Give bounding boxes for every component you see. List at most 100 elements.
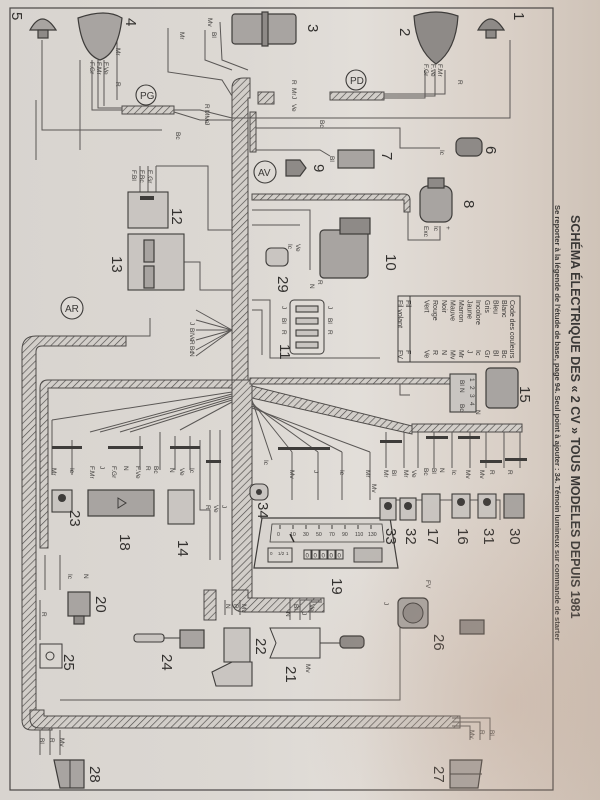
legend-color-name: Mauve xyxy=(448,300,455,321)
odometer-digit-box xyxy=(303,549,312,560)
legend-wire-code: FV xyxy=(396,350,403,359)
wire-label-ar: Bc xyxy=(188,346,195,354)
wire-label-pg-out: Ve xyxy=(203,116,210,124)
wire-label-c21: N xyxy=(284,612,291,617)
wire-label-c15-terms: 3 xyxy=(468,394,475,398)
svg-text:18: 18 xyxy=(116,534,133,551)
component-23-lamp: 23 xyxy=(51,489,83,527)
harness-left-loop xyxy=(39,379,233,549)
wire-label-c12: E.Gr xyxy=(146,170,153,184)
harness-ar xyxy=(21,335,127,731)
fuel-scale-label: 1 xyxy=(286,551,289,556)
wire-label-ar: N xyxy=(188,352,195,357)
odometer-digit: 0 xyxy=(338,554,342,560)
component-27-rear-lamp-right: 27 xyxy=(430,759,483,789)
legend-color-code: Ic xyxy=(474,350,481,356)
component-13-regulator: 13 xyxy=(108,233,185,291)
svg-text:30: 30 xyxy=(506,528,523,545)
harness-pd xyxy=(329,91,385,101)
wire-label-c23: Mr xyxy=(50,468,57,476)
component-26: 26 xyxy=(397,597,485,651)
component-10-starter: 10 xyxy=(319,217,399,279)
wire-label-c11-right: R xyxy=(326,330,333,335)
wire-label-c18: R xyxy=(144,466,151,471)
wire-label-c21: J xyxy=(300,612,307,615)
wire-label-c22: Mv xyxy=(240,604,247,613)
wire-label-c17: Bl xyxy=(430,468,437,474)
wire-label-pg-bc: Bc xyxy=(174,132,181,140)
wire-label-c10: N xyxy=(308,284,315,289)
wire-label-c11-left: J xyxy=(280,306,287,309)
svg-text:31: 31 xyxy=(480,528,497,545)
wire-label-c21: Mv xyxy=(304,664,311,673)
wire-label-c15: N xyxy=(458,388,465,393)
wire-label-c15: Bl xyxy=(458,380,465,386)
wire-label-c32: Ve xyxy=(410,470,417,478)
component-30: 30 xyxy=(503,493,525,545)
wire-label-c22: N xyxy=(224,604,231,609)
svg-text:27: 27 xyxy=(430,766,447,783)
speedometer-scale-label: 0 xyxy=(277,532,280,538)
component-32-lamp: 32 xyxy=(399,497,419,545)
wire-label-c20: N xyxy=(82,574,89,579)
component-29: 29 xyxy=(265,247,291,293)
wire-label-c18: F.Gr xyxy=(110,466,117,479)
svg-text:22: 22 xyxy=(252,638,269,655)
diagram-subtitle: Se reporter à la légende de l'étude de b… xyxy=(553,205,562,641)
legend-color-name: Vert xyxy=(423,300,430,313)
wire-label-pg-out: Mr xyxy=(203,110,210,118)
harness-label-ar: AR xyxy=(60,296,84,320)
wire-label-c15-terms: 1 xyxy=(468,378,475,382)
component-3: 3 xyxy=(231,11,321,47)
component-4-headlamp-left: 4 xyxy=(77,12,139,61)
harness-pd-stub xyxy=(257,91,275,105)
component-9-sensor: 9 xyxy=(285,159,327,177)
page-frame xyxy=(9,7,554,791)
svg-text:25: 25 xyxy=(60,654,77,671)
svg-text:7: 7 xyxy=(378,152,395,160)
speedometer-scale-label: 70 xyxy=(329,532,335,538)
wire-label-c18: F.Mr xyxy=(88,466,95,479)
wire-label-c22: R xyxy=(232,604,239,609)
wire-label-c32: Mr xyxy=(402,470,409,478)
wire-label-pg-head: F.Ve xyxy=(102,62,109,75)
wire-label-c29: Ve xyxy=(294,244,301,252)
harness-av-stub xyxy=(249,111,257,153)
svg-text:17: 17 xyxy=(424,528,441,545)
wire-label-ar: J xyxy=(188,322,195,325)
odometer-digit-box xyxy=(335,549,344,560)
wire-label-c29: Ic xyxy=(286,244,293,250)
svg-text:16: 16 xyxy=(454,528,471,545)
svg-text:2: 2 xyxy=(396,28,413,36)
legend-heading: Code des couleurs xyxy=(508,300,515,359)
svg-text:6: 6 xyxy=(482,146,499,154)
wire-label-c27: Mv xyxy=(468,730,475,739)
component-5-repeater-left: 5 xyxy=(8,12,58,39)
harness-to-8 xyxy=(251,193,411,213)
legend-color-code: Bl xyxy=(491,350,498,357)
speedometer-scale-label: 130 xyxy=(368,532,377,538)
wire-label-c18: N xyxy=(122,466,129,471)
wire-label-c8: Ic xyxy=(432,226,439,232)
legend-color-name: Noir xyxy=(440,300,447,314)
wire-label-c14: Ve xyxy=(178,468,185,476)
wire-label-c14-bus: J xyxy=(220,505,227,508)
wire-label-c15-terms: 2 xyxy=(468,386,475,390)
wire-label-pg-head: F.Gr xyxy=(88,62,95,75)
wire-label-c19: Ic xyxy=(338,470,345,476)
odometer-digit: 0 xyxy=(330,554,334,560)
legend-color-name: Bleu xyxy=(491,300,498,314)
svg-text:9: 9 xyxy=(310,164,327,172)
wire-label-c11-right: Bl xyxy=(326,318,333,324)
fuel-scale-label: 1/2 xyxy=(278,551,285,556)
wire-label-c31: R xyxy=(488,470,495,475)
component-31-lamp: 31 xyxy=(477,493,497,545)
legend-color-code: N xyxy=(440,350,447,355)
legend-color-code: R xyxy=(431,350,438,355)
wire-label-c33: Mr xyxy=(382,470,389,478)
wire-label-c10: R xyxy=(316,280,323,285)
component-12: 12 xyxy=(127,191,185,229)
